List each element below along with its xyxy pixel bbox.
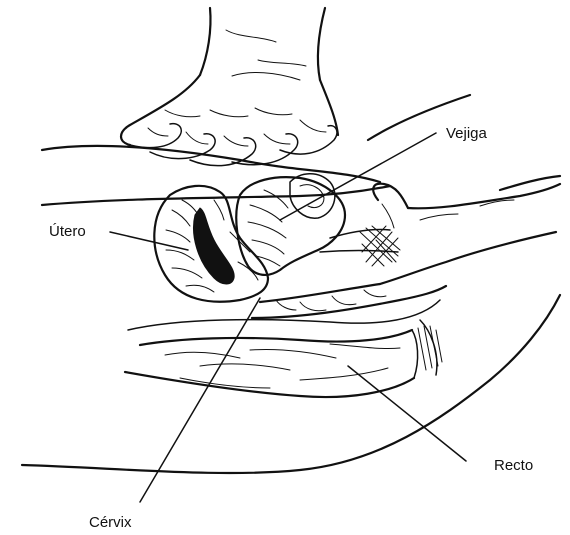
- body-outline: [22, 95, 560, 473]
- leader-bladder: [280, 133, 436, 220]
- uterus-organ: [154, 186, 268, 302]
- label-bladder: Vejiga: [446, 125, 488, 142]
- rectum-organ: [125, 320, 442, 397]
- label-uterus: Útero: [49, 223, 86, 240]
- leader-uterus: [110, 232, 188, 250]
- leader-rectum: [348, 366, 466, 461]
- leader-cervix: [140, 298, 260, 502]
- vaginal-hand: [252, 176, 560, 318]
- abdominal-hand: [121, 8, 338, 166]
- label-cervix: Cérvix: [89, 514, 132, 531]
- label-rectum: Recto: [494, 457, 533, 474]
